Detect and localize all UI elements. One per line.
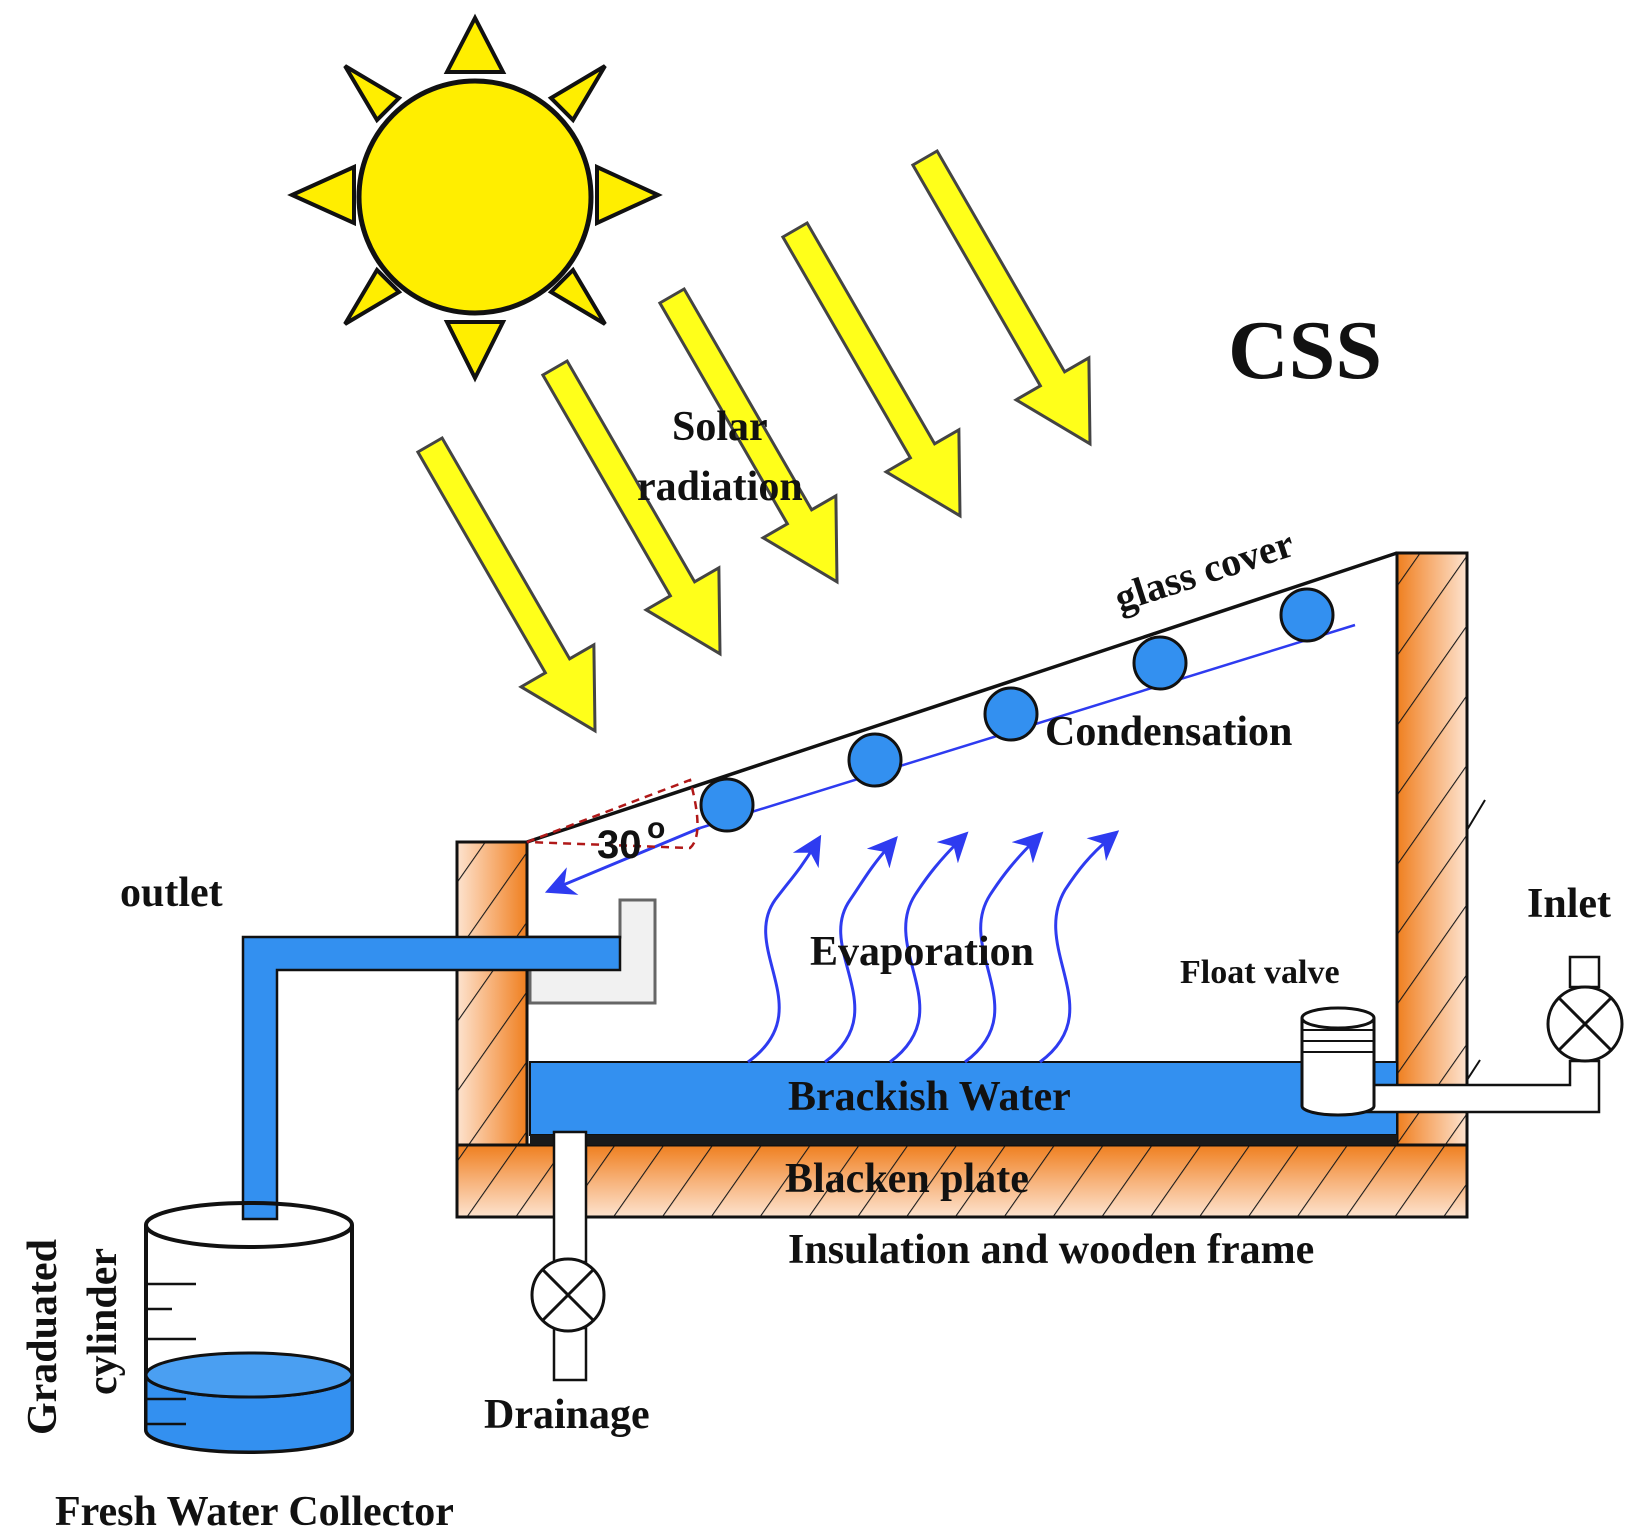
diagram-title: CSS [1228,304,1382,397]
drainage-label: Drainage [484,1392,650,1438]
droplet [699,777,755,833]
sun-icon [287,13,663,383]
droplet [1279,587,1335,643]
graduated-cylinder [144,1201,354,1454]
solar-radiation-label-line2: radiation [637,464,803,510]
solar-ray-arrows [415,148,1092,734]
cylinder-rim [144,1201,354,1249]
ray-arrow [415,435,597,734]
angle-unit: o [647,812,665,845]
inlet-valve-icon [1546,985,1624,1063]
evaporation-arrows [747,830,1120,1064]
vapor-arrow [889,831,969,1064]
ray-arrow [780,220,962,519]
droplet [983,686,1039,742]
condensation-label: Condensation [1045,709,1292,755]
vapor-arrow [964,831,1044,1064]
droplet [847,732,903,788]
blacken-plate [530,1135,1397,1145]
glass-cover [526,551,1398,844]
drainage-pipe [552,1130,588,1382]
brackish-water [529,1061,1398,1136]
float-valve-label: Float valve [1180,954,1340,991]
runoff-arrow [544,826,701,895]
ray-arrow [910,148,1092,447]
angle-value: 30 [597,823,642,867]
inlet-label: Inlet [1527,881,1611,927]
condensation-droplets [699,587,1335,833]
outlet-pipe [241,935,622,1221]
evaporation-label: Evaporation [810,929,1034,975]
ray-arrow [540,358,722,657]
drainage-valve-icon [530,1257,606,1333]
inlet-pipe-top [1568,955,1601,989]
droplet [1132,635,1188,691]
ray-arrow [657,286,839,585]
angle-indicator [526,778,699,850]
vapor-arrow [1039,830,1120,1064]
float-valve-icon [1300,1006,1376,1117]
water-surface [144,1351,354,1399]
outlet-label: outlet [120,870,223,916]
insulation-frame [455,551,1486,1219]
vapor-arrow [747,834,822,1064]
vapor-arrow [824,835,898,1064]
solar-radiation-label-line1: Solar [672,404,768,450]
glass-cover-label: glass cover [1109,520,1299,620]
insulation-frame-label: Insulation and wooden frame [788,1227,1314,1273]
blacken-plate-label: Blacken plate [785,1156,1029,1202]
brackish-water-label: Brackish Water [788,1074,1071,1120]
fresh-water-collector-label: Fresh Water Collector [55,1489,454,1535]
graduated-cylinder-label-line1: Graduated [20,1239,66,1435]
graduated-cylinder-label-line2: cylinder [80,1248,126,1395]
